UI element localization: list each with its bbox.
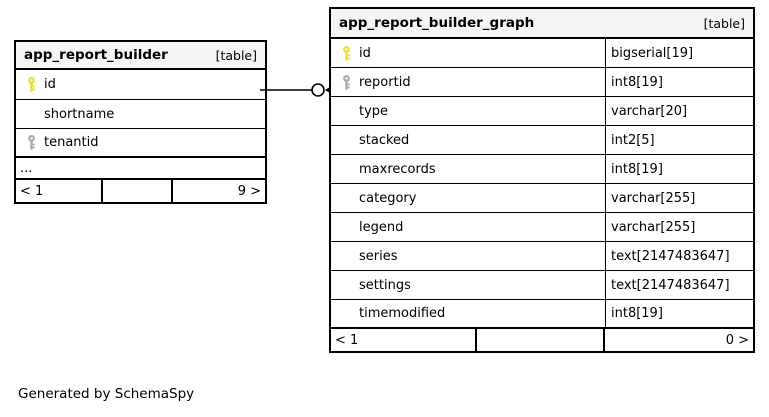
column-name-cell: tenantid: [16, 129, 265, 156]
column-type-cell: bigserial[19]: [605, 39, 753, 67]
table-row[interactable]: series text[2147483647]: [331, 242, 753, 271]
table-header: app_report_builder [table]: [16, 42, 265, 70]
no-key-icon: [338, 219, 355, 235]
no-key-icon: [338, 277, 355, 293]
column-name-cell: legend: [331, 213, 605, 241]
table-pager[interactable]: < 1 0 >: [331, 329, 753, 351]
table-row[interactable]: settings text[2147483647]: [331, 271, 753, 300]
table-title: app_report_builder: [24, 47, 168, 63]
table-pager[interactable]: < 1 9 >: [16, 180, 265, 202]
column-name-cell: shortname: [16, 100, 265, 128]
column-name: category: [359, 190, 417, 206]
column-name-cell: settings: [331, 271, 605, 299]
column-type: int8[19]: [611, 306, 663, 321]
column-type: varchar[20]: [611, 103, 688, 119]
column-name: reportid: [359, 74, 411, 90]
no-key-icon: [338, 103, 355, 119]
column-name-cell: category: [331, 184, 605, 212]
column-type-cell: int8[19]: [605, 68, 753, 96]
table-row[interactable]: type varchar[20]: [331, 97, 753, 126]
no-key-icon: [23, 106, 40, 122]
column-type-cell: varchar[20]: [605, 97, 753, 125]
table-type-tag: [table]: [703, 15, 745, 31]
pager-middle[interactable]: [477, 329, 605, 351]
column-name-cell: stacked: [331, 126, 605, 154]
column-type: text[2147483647]: [611, 277, 730, 293]
table-row[interactable]: stacked int2[5]: [331, 126, 753, 155]
column-name: id: [44, 77, 56, 92]
no-key-icon: [338, 132, 355, 148]
pager-prev[interactable]: < 1: [16, 180, 103, 202]
table-row[interactable]: category varchar[255]: [331, 184, 753, 213]
column-name-cell: maxrecords: [331, 155, 605, 183]
column-type-cell: int8[19]: [605, 155, 753, 183]
column-type: varchar[255]: [611, 190, 696, 206]
column-type-cell: varchar[255]: [605, 213, 753, 241]
column-type: int8[19]: [611, 161, 663, 177]
column-type-cell: text[2147483647]: [605, 242, 753, 270]
no-key-icon: [338, 248, 355, 264]
table-header: app_report_builder_graph [table]: [331, 9, 753, 39]
pager-prev[interactable]: < 1: [331, 329, 477, 351]
table-row[interactable]: timemodified int8[19]: [331, 300, 753, 329]
generated-by-caption: Generated by SchemaSpy: [18, 386, 195, 402]
column-name: series: [359, 248, 398, 264]
column-name-cell: series: [331, 242, 605, 270]
column-name: legend: [359, 219, 404, 235]
relationship-connector: [260, 82, 338, 98]
table-row[interactable]: tenantid: [16, 129, 265, 158]
column-type: int8[19]: [611, 74, 663, 90]
column-name-cell: id: [16, 70, 265, 99]
column-name: shortname: [44, 106, 115, 122]
er-table-app-report-builder[interactable]: app_report_builder [table] id shortname: [14, 40, 267, 204]
column-name: type: [359, 103, 389, 119]
pager-next[interactable]: 0 >: [725, 332, 749, 348]
column-name: stacked: [359, 132, 410, 148]
no-key-icon: [338, 306, 355, 322]
column-type-cell: text[2147483647]: [605, 271, 753, 299]
column-name-cell: type: [331, 97, 605, 125]
foreign-key-icon: [338, 74, 355, 90]
table-row[interactable]: id: [16, 70, 265, 100]
er-table-app-report-builder-graph[interactable]: app_report_builder_graph [table] id bigs…: [329, 7, 755, 353]
truncated-columns-indicator: ...: [16, 158, 265, 180]
no-key-icon: [338, 190, 355, 206]
zero-or-one-circle-icon: [311, 83, 325, 97]
column-name-cell: reportid: [331, 68, 605, 96]
table-title: app_report_builder_graph: [339, 15, 535, 31]
column-type-cell: int8[19]: [605, 300, 753, 327]
column-type-cell: int2[5]: [605, 126, 753, 154]
table-row[interactable]: legend varchar[255]: [331, 213, 753, 242]
table-row[interactable]: reportid int8[19]: [331, 68, 753, 97]
column-type-cell: varchar[255]: [605, 184, 753, 212]
table-row[interactable]: shortname: [16, 100, 265, 129]
column-name: id: [359, 45, 371, 61]
column-name-cell: id: [331, 39, 605, 67]
column-type: int2[5]: [611, 132, 655, 148]
column-type: bigserial[19]: [611, 45, 694, 61]
foreign-key-icon: [23, 135, 40, 151]
column-name: settings: [359, 277, 411, 293]
table-type-tag: [table]: [215, 47, 257, 63]
column-type: text[2147483647]: [611, 248, 730, 264]
table-row[interactable]: id bigserial[19]: [331, 39, 753, 68]
column-name: timemodified: [359, 306, 446, 321]
table-row[interactable]: maxrecords int8[19]: [331, 155, 753, 184]
column-name-cell: timemodified: [331, 300, 605, 327]
primary-key-icon: [23, 77, 40, 93]
column-type: varchar[255]: [611, 219, 696, 235]
column-name: tenantid: [44, 135, 99, 150]
no-key-icon: [338, 161, 355, 177]
pager-middle[interactable]: [103, 180, 173, 202]
primary-key-icon: [338, 45, 355, 61]
pager-next[interactable]: 9 >: [237, 183, 261, 199]
column-name: maxrecords: [359, 161, 436, 177]
